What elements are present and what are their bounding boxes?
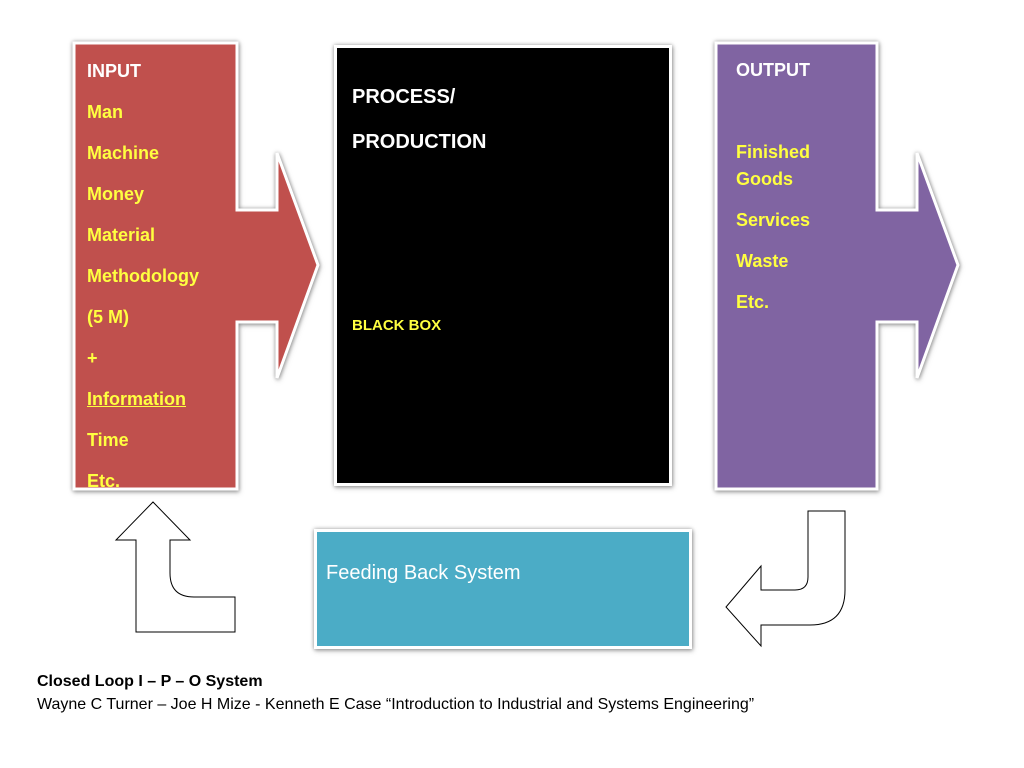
input-heading: INPUT bbox=[87, 61, 141, 81]
input-item: Machine bbox=[87, 143, 160, 163]
input-item: Man bbox=[87, 102, 123, 122]
feedback-label: Feeding Back System bbox=[326, 562, 521, 584]
feedback-return-arrow-icon bbox=[725, 510, 846, 648]
black-box-label: BLACK BOX bbox=[352, 317, 442, 334]
input-item: + bbox=[87, 348, 98, 368]
input-list: INPUT Man Machine Money Material Methodo… bbox=[87, 60, 237, 511]
feedback-up-arrow-icon bbox=[114, 501, 236, 633]
output-item: Etc. bbox=[736, 292, 770, 312]
output-item: Finished Goods bbox=[736, 142, 811, 189]
input-item: (5 M) bbox=[87, 307, 129, 327]
caption-reference: Wayne C Turner – Joe H Mize - Kenneth E … bbox=[37, 696, 755, 713]
input-item: Methodology bbox=[87, 266, 199, 286]
input-item: Etc. bbox=[87, 471, 121, 491]
process-title-line1: PROCESS/ bbox=[352, 86, 456, 108]
process-black-box bbox=[334, 45, 672, 486]
process-title-line2: PRODUCTION bbox=[352, 131, 487, 153]
input-item-information: Information bbox=[87, 389, 186, 409]
input-item: Material bbox=[87, 225, 156, 245]
feedback-system-box bbox=[314, 529, 692, 649]
input-item: Money bbox=[87, 184, 145, 204]
output-item: Services bbox=[736, 210, 811, 230]
caption-title: Closed Loop I – P – O System bbox=[37, 673, 263, 690]
output-item: Waste bbox=[736, 251, 789, 271]
output-heading: OUTPUT bbox=[736, 60, 810, 80]
input-item: Time bbox=[87, 430, 129, 450]
